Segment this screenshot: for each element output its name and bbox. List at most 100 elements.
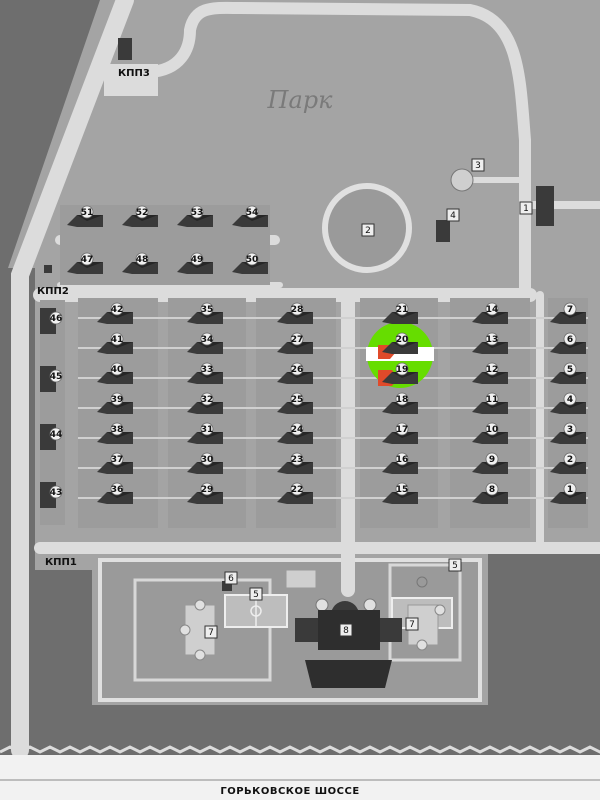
plot-48[interactable]: 48: [122, 252, 158, 274]
facility-f4[interactable]: 4: [446, 208, 460, 222]
plot-13[interactable]: 13: [472, 332, 508, 354]
plot-5[interactable]: 5: [550, 362, 586, 384]
plot-number: 18: [396, 395, 409, 405]
plot-number: 36: [111, 485, 124, 495]
plot-54[interactable]: 54: [232, 205, 268, 227]
plot-49[interactable]: 49: [177, 252, 213, 274]
plot-6[interactable]: 6: [550, 332, 586, 354]
plot-2[interactable]: 2: [550, 452, 586, 474]
plot-number: 48: [136, 255, 149, 265]
plot-number: 54: [246, 208, 259, 218]
plot-41[interactable]: 41: [97, 332, 133, 354]
plot-number: 49: [191, 255, 204, 265]
plot-number: 20: [396, 335, 409, 345]
plot-38[interactable]: 38: [97, 422, 133, 444]
plot-number: 28: [291, 305, 304, 315]
plot-42[interactable]: 42: [97, 302, 133, 324]
plot-16[interactable]: 16: [382, 452, 418, 474]
plot-36[interactable]: 36: [97, 482, 133, 504]
facility-f5a[interactable]: 5: [249, 587, 263, 601]
facility-f2[interactable]: 2: [361, 223, 375, 237]
plot-number: 15: [396, 485, 409, 495]
plot-26[interactable]: 26: [277, 362, 313, 384]
plot-number: 16: [396, 455, 409, 465]
facility-f5b[interactable]: 5: [448, 558, 462, 572]
plot-number: 40: [111, 365, 124, 375]
plot-9[interactable]: 9: [472, 452, 508, 474]
facility-number: 2: [365, 226, 371, 236]
plot-number: 27: [291, 335, 304, 345]
plot-number: 53: [191, 208, 204, 218]
plot-44[interactable]: 44: [40, 424, 63, 450]
plot-22[interactable]: 22: [277, 482, 313, 504]
plot-39[interactable]: 39: [97, 392, 133, 414]
houses: 4241403938373635343332313029282726252423…: [40, 205, 586, 508]
plot-8[interactable]: 8: [472, 482, 508, 504]
lower-facilities: [133, 563, 462, 688]
plot-17[interactable]: 17: [382, 422, 418, 444]
facility-f6[interactable]: 6: [224, 571, 238, 585]
facility-number: 4: [450, 211, 456, 221]
plot-number: 26: [291, 365, 304, 375]
plot-51[interactable]: 51: [67, 205, 103, 227]
facility-f8[interactable]: 8: [339, 623, 353, 637]
plot-number: 7: [567, 305, 573, 315]
facility-f7a[interactable]: 7: [204, 625, 218, 639]
facility-f7b[interactable]: 7: [405, 617, 419, 631]
plot-15[interactable]: 15: [382, 482, 418, 504]
plot-11[interactable]: 11: [472, 392, 508, 414]
plot-3[interactable]: 3: [550, 422, 586, 444]
plot-47[interactable]: 47: [67, 252, 103, 274]
plot-number: 17: [396, 425, 409, 435]
plot-27[interactable]: 27: [277, 332, 313, 354]
facility-number: 5: [253, 590, 259, 600]
plot-43[interactable]: 43: [40, 482, 63, 508]
facility-f3[interactable]: 3: [471, 158, 485, 172]
plot-20[interactable]: 20: [382, 332, 418, 354]
plot-14[interactable]: 14: [472, 302, 508, 324]
park-label: Парк: [267, 86, 334, 114]
plot-18[interactable]: 18: [382, 392, 418, 414]
plot-number: 8: [489, 485, 495, 495]
plot-number: 13: [486, 335, 499, 345]
plot-33[interactable]: 33: [187, 362, 223, 384]
plot-34[interactable]: 34: [187, 332, 223, 354]
plot-24[interactable]: 24: [277, 422, 313, 444]
plot-1[interactable]: 1: [550, 482, 586, 504]
plot-7[interactable]: 7: [550, 302, 586, 324]
plot-number: 39: [111, 395, 124, 405]
plot-number: 38: [111, 425, 124, 435]
plot-number: 2: [567, 455, 573, 465]
plot-25[interactable]: 25: [277, 392, 313, 414]
plot-50[interactable]: 50: [232, 252, 268, 274]
plot-29[interactable]: 29: [187, 482, 223, 504]
plot-number: 47: [81, 255, 94, 265]
gate-kpp1: КПП1: [45, 557, 77, 568]
plot-28[interactable]: 28: [277, 302, 313, 324]
plot-4[interactable]: 4: [550, 392, 586, 414]
plot-37[interactable]: 37: [97, 452, 133, 474]
facility-f1[interactable]: 1: [519, 201, 533, 215]
plot-52[interactable]: 52: [122, 205, 158, 227]
plot-23[interactable]: 23: [277, 452, 313, 474]
plot-32[interactable]: 32: [187, 392, 223, 414]
plot-46[interactable]: 46: [40, 308, 63, 334]
plot-number: 25: [291, 395, 304, 405]
plot-number: 29: [201, 485, 214, 495]
plot-35[interactable]: 35: [187, 302, 223, 324]
plot-30[interactable]: 30: [187, 452, 223, 474]
plot-number: 33: [201, 365, 214, 375]
plot-number: 44: [50, 430, 63, 440]
plot-31[interactable]: 31: [187, 422, 223, 444]
plot-21[interactable]: 21: [382, 302, 418, 324]
plot-45[interactable]: 45: [40, 366, 63, 392]
plot-12[interactable]: 12: [472, 362, 508, 384]
plot-number: 31: [201, 425, 214, 435]
plot-19[interactable]: 19: [382, 362, 418, 384]
plot-40[interactable]: 40: [97, 362, 133, 384]
plot-53[interactable]: 53: [177, 205, 213, 227]
plot-10[interactable]: 10: [472, 422, 508, 444]
gate-kpp3: КПП3: [118, 68, 150, 79]
